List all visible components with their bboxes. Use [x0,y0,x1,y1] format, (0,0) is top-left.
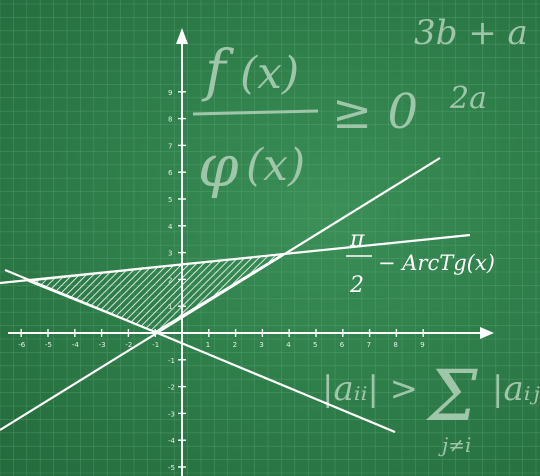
y-tick-label: -5 [168,464,175,472]
line-v-left [4,268,156,334]
y-tick-label: 6 [168,169,173,177]
x-tick-label: 2 [233,341,237,349]
y-tick-label: 4 [168,223,173,231]
expr-3b-plus-a: 3b + a [414,13,528,53]
x-tick-label: 4 [286,341,291,349]
hatched-triangle-icon [27,253,284,333]
x-tick-label: 6 [340,341,345,349]
expr-geq-zero: ≥ 0 [332,84,418,140]
x-axis-arrow-icon [480,327,494,339]
expr-aij: |aᵢⱼ| [492,369,540,409]
y-tick-label: 9 [168,89,172,97]
x-tick-label: 3 [259,341,263,349]
expr-aii: |aᵢᵢ| > [322,369,418,409]
x-tick-label: -2 [125,341,132,349]
expr-2a: 2a [449,81,487,116]
y-tick-label: -1 [168,357,175,365]
y-axis-arrow-icon [176,28,188,44]
expr-phi: φ [198,132,239,200]
y-tick-label: -2 [168,384,175,392]
x-tick-label: 7 [367,341,371,349]
expr-j-ne-i: j≠i [438,433,471,457]
line-v-right [154,330,396,434]
fraction-bar [192,109,319,116]
line-shallow [0,233,471,285]
y-tick-label: 3 [168,250,172,258]
y-tick-label: 5 [168,196,172,204]
x-tick-label: -5 [45,341,52,349]
x-tick-label: -3 [99,341,106,349]
expr-x-numerator: (x) [240,48,299,99]
y-tick-label: 2 [168,276,172,284]
x-tick-label: 8 [393,341,397,349]
x-tick-label: -6 [18,341,26,349]
x-tick-label: -1 [152,341,159,349]
expr-two: 2 [349,273,364,298]
y-tick-label: -3 [168,410,175,418]
y-tick-label: -4 [168,437,176,445]
y-axis-ticks: 9 8 7 6 5 4 3 2 1 -1 -2 -3 -4 -5 [168,89,186,472]
x-tick-label: 5 [313,341,317,349]
y-tick-label: 8 [168,116,172,124]
y-tick-label: 7 [168,142,172,150]
x-tick-label: -4 [72,341,80,349]
y-tick-label: 1 [168,303,172,311]
expr-x-denominator: (x) [246,140,305,191]
line-rising [0,157,441,431]
x-axis-ticks: -6 -5 -4 -3 -2 -1 1 2 3 4 5 6 7 8 9 [18,329,425,349]
expr-arctg: − ArcTg(x) [378,251,495,275]
expr-f: f [201,39,235,104]
x-tick-label: 9 [420,341,424,349]
expr-pi: π [349,227,365,252]
expr-sigma: Σ [425,355,478,437]
x-tick-label: 1 [206,341,210,349]
